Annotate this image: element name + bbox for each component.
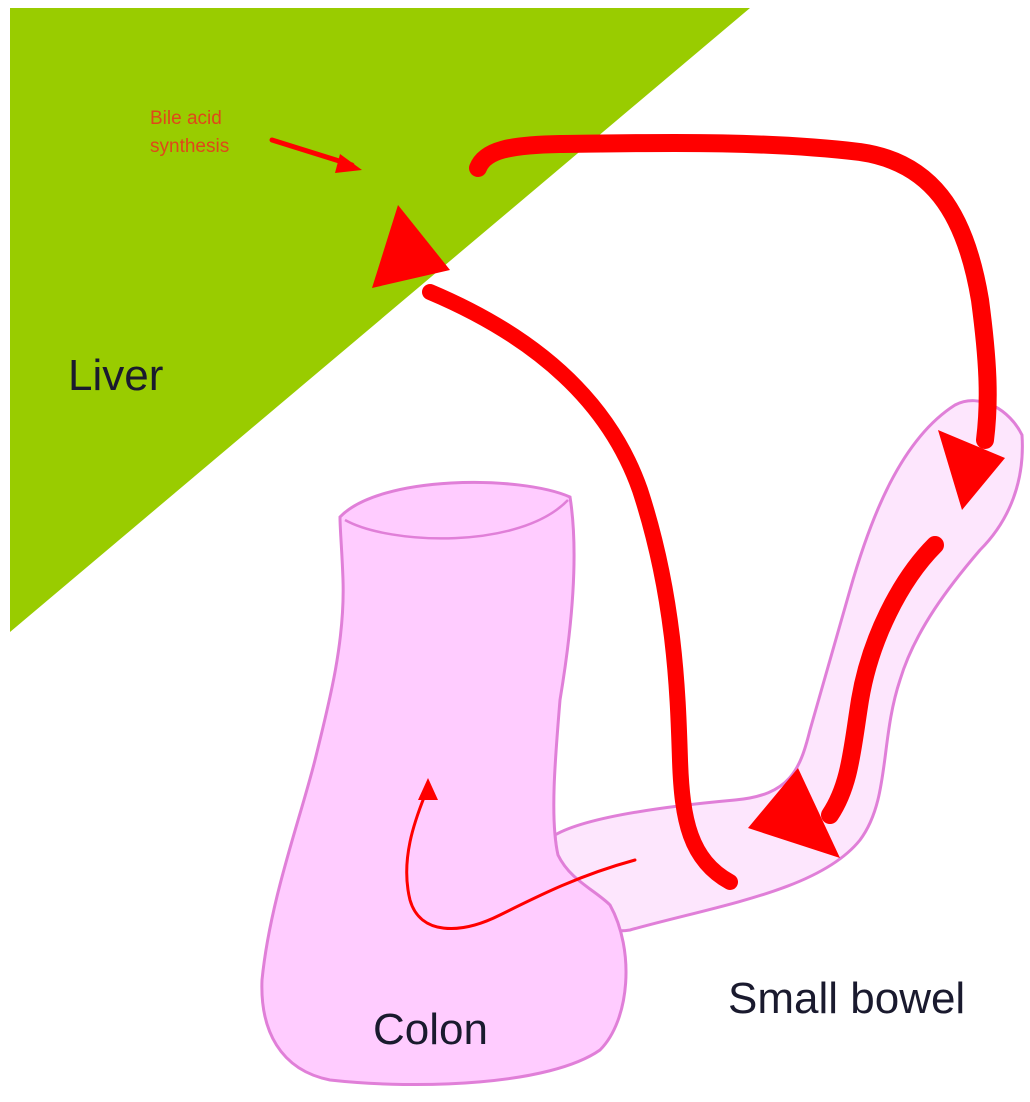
colon-shape bbox=[262, 482, 626, 1084]
small-bowel-label: Small bowel bbox=[728, 974, 965, 1023]
liver-label: Liver bbox=[68, 351, 163, 400]
bile-secretion-arrow bbox=[478, 143, 988, 440]
bile-acid-synthesis-label-line1: Bile acid bbox=[150, 108, 222, 129]
colon-label: Colon bbox=[373, 1005, 488, 1054]
bile-acid-synthesis-label-line2: synthesis bbox=[150, 136, 229, 157]
small-bowel-shape bbox=[555, 401, 1022, 931]
